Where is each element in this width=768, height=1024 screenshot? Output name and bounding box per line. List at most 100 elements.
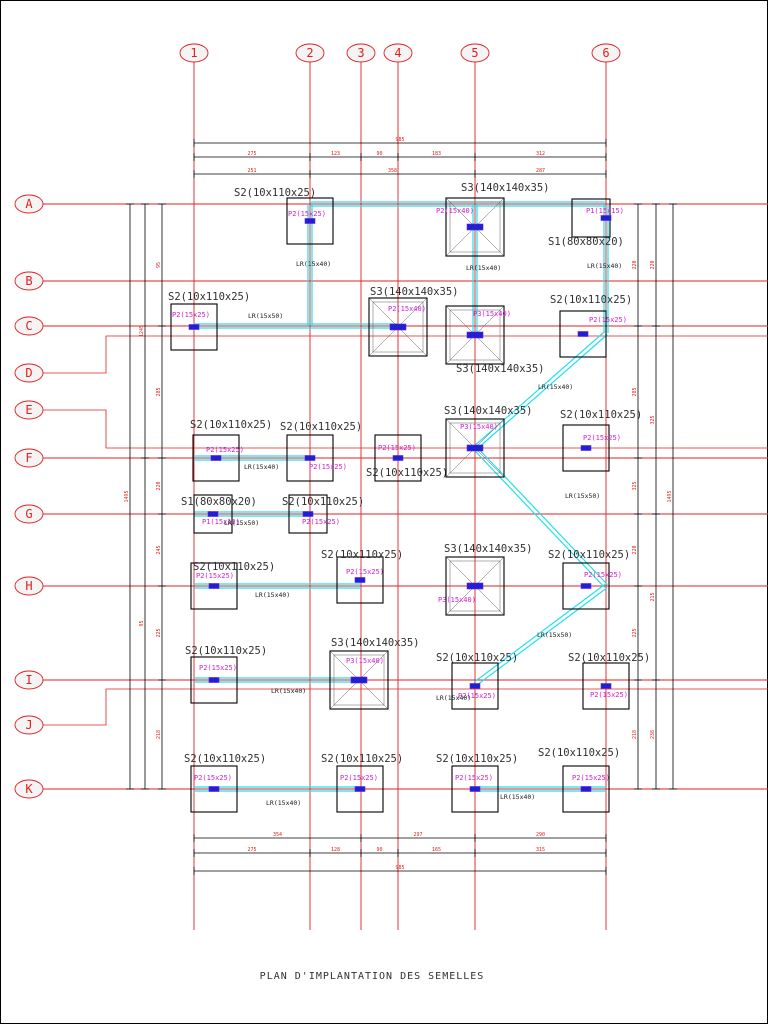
footing-label: S3(140x140x35) [456,363,545,375]
post-label: P2(15x25) [309,463,347,471]
row-bubble-B [14,271,44,291]
footing-outline [445,556,505,616]
row-label-G: G [25,507,32,521]
column-label-3: 3 [357,46,364,60]
footing-label: S2(10x110x25) [321,753,403,765]
beam-label-11: LR(15x50) [537,631,572,639]
dim-right-row1-label: 325 [650,415,656,424]
dim-right-row2-label: 285 [632,387,638,396]
footing-3: S1(80x80x20)P1(15x15) [548,198,624,248]
post-label: P2(15x25) [172,311,210,319]
dim-right-row2-label: 225 [632,628,638,637]
post-marker [354,786,366,792]
post-marker [304,455,316,461]
dim-top-row2-label: 251 [247,168,256,174]
row-bubble-H [14,576,44,596]
beam-label-5: LR(15x40) [244,463,279,471]
post-label: P3(15x40) [460,423,498,431]
row-label-J: J [25,718,32,732]
post-marker [210,455,222,461]
footing-outline [288,494,328,534]
footing-label: S2(10x110x25) [538,747,620,759]
post-marker [207,511,219,517]
beam-labels: LR(15x40) LR(15x40) LR(15x50) LR(15x40) LR(1… [224,260,622,807]
row-label-I: I [25,673,32,687]
post-label: P2(15x25) [455,774,493,782]
footing-label: S3(140x140x35) [461,182,550,194]
footing-outline [170,303,218,351]
column-label-5: 5 [471,46,478,60]
dim-top-row2-label: 287 [536,168,545,174]
footing-18: S2(10x110x25)P2(15x25) [548,549,630,610]
footing-7: S3(140x140x35) P3(15x40) [445,305,545,375]
dim-left-total-label: 1495 [124,490,130,502]
footing-16: S2(10x110x25)P2(15x25) [321,549,403,604]
post-label: P2(15x40) [388,305,426,313]
footing-label: S2(10x110x25) [560,409,642,421]
tie-beam-7 [476,446,608,586]
footing-label: S2(10x110x25) [193,561,275,573]
tie-beams [194,201,609,792]
dim-right-row2-label: 325 [632,481,638,490]
dim-bottom-row2-label: 165 [432,847,441,853]
dim-bottom-row2-label: 128 [331,847,340,853]
post-label: P2(15x40) [436,207,474,215]
footing-label: S2(10x110x25) [548,549,630,561]
footing-outline [329,650,389,710]
dim-left-row2-label: 220 [156,481,162,490]
footing-21: S2(10x110x25)P2(15x25) [436,652,518,710]
footing-20: S3(140x140x35)P3(15x40) [329,637,420,710]
post-marker [354,577,366,583]
post-marker [302,511,314,517]
post-marker [469,683,481,689]
footing-12: S2(10x110x25)P2(15x25) [560,409,642,472]
footing-outline [336,556,384,604]
footing-inner-outline [449,309,501,361]
dim-left-row1-label: 95 [139,620,145,626]
footing-outline [582,662,630,710]
post-marker [389,323,407,331]
footing-22: S2(10x110x25)P2(15x25) [568,652,650,710]
post-marker [466,331,484,339]
footing-1: S2(10x110x25)P2(15x25) [234,187,334,245]
post-label: P2(15x25) [206,446,244,454]
row-label-H: H [25,579,32,593]
footing-label: S2(10x110x25) [190,419,272,431]
footing-outline [190,656,238,704]
row-bubble-K [14,779,44,799]
post-marker [392,455,404,461]
row-bubble-G [14,504,44,524]
post-marker [208,677,220,683]
footing-outline [562,424,610,472]
footing-outline [193,494,233,534]
dim-left-row2-label: 218 [156,730,162,739]
dim-right-row2-label: 218 [632,730,638,739]
footing-label: S3(140x140x35) [331,637,420,649]
post-label: P3(15x40) [473,310,511,318]
dim-bottom-row2-label: 90 [376,847,382,853]
column-label-4: 4 [394,46,401,60]
footing-6: S2(10x110x25)P2(15x25) [550,294,632,358]
footing-label: S3(140x140x35) [444,543,533,555]
dim-left-row2-label: 95 [156,262,162,268]
row-label-D: D [25,366,32,380]
beam-label-4: LR(15x40) [587,262,622,270]
beam-label-13: LR(15x40) [500,793,535,801]
row-label-F: F [25,451,32,465]
footing-label: S2(10x110x25) [568,652,650,664]
post-label: P2(15x25) [589,316,627,324]
footing-label: S2(10x110x25) [185,645,267,657]
footing-5: S3(140x140x35)P2(15x40) [368,286,459,357]
dim-top-total-label: 985 [395,137,404,143]
post-marker [466,223,484,231]
column-bubble-5 [460,43,490,63]
post-marker [188,324,200,330]
footing-9: S2(10x110x25)P2(15x25) [280,421,362,482]
beam-label-7: LR(15x40) [538,383,573,391]
post-marker [466,444,484,452]
row-bubble-J [14,715,44,735]
footing-label: S2(10x110x25) [234,187,316,199]
post-marker [577,331,589,337]
footing-25: S2(10x110x25)P2(15x25) [436,753,518,813]
